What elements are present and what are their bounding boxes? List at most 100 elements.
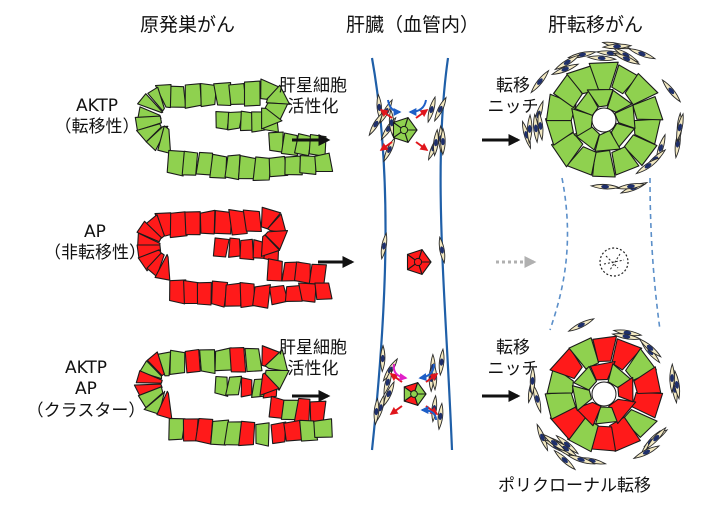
liver-metastasis-aktp-niche-stellate (533, 112, 539, 144)
liver-metastasis-cluster-niche-stellate (669, 362, 675, 394)
primary-tumor-ap-cell (260, 206, 282, 230)
row-label-aktp-type: （転移性） (54, 117, 140, 138)
primary-tumor-aktp-cell (137, 93, 164, 114)
stellate-cell-vessel-3-left-nucleus (378, 404, 383, 412)
signal-arrow-red (415, 141, 429, 151)
primary-tumor-aktp-cell (261, 107, 283, 130)
liver-metastasis-cluster-cell (622, 409, 658, 438)
primary-tumor-cluster-cell (146, 351, 165, 377)
primary-tumor-aktp (134, 78, 334, 182)
liver-metastasis-aktp-cell (594, 129, 621, 152)
stellate-cell-vessel-1-right-nucleus (429, 106, 434, 114)
primary-tumor-cluster-cell (270, 421, 287, 445)
hsc-label: 肝星細胞 (279, 76, 347, 96)
liver-metastasis-aktp-niche-stellate-nucleus (658, 144, 663, 152)
liver-metastasis-cluster-cell (568, 337, 600, 370)
signal-arrow-red (415, 109, 429, 119)
primary-tumor-aktp-cell (166, 149, 187, 177)
signal-arrow-red (379, 141, 393, 151)
liver-metastasis-aktp-cell (614, 104, 636, 129)
row-label-cluster: AKTP AP （クラスター） (16, 358, 156, 422)
primary-tumor-cluster-cell (313, 418, 333, 438)
liver-metastasis-cluster-niche-stellate-nucleus (622, 334, 631, 339)
primary-tumor-aktp-cell (224, 154, 241, 181)
primary-tumor-ap-cell (199, 209, 216, 235)
liver-metastasis-cluster-niche-stellate (529, 365, 536, 397)
liver-metastasis-cluster-cell (611, 338, 643, 371)
stellate-cell-vessel-1-left (383, 136, 396, 163)
row-label-cluster-ap: AP (75, 379, 97, 400)
primary-tumor-ap-cell (196, 281, 212, 306)
primary-tumor-ap-cell (239, 238, 255, 261)
stellate-cell-vessel-3-left-nucleus (374, 407, 379, 416)
row-label-cluster-type: （クラスター） (26, 400, 146, 421)
stellate-cell-vessel-2-left (380, 231, 388, 261)
liver-metastasis-aktp-cell (606, 89, 633, 113)
niche-label: ニッチ (487, 97, 539, 118)
liver-metastasis-aktp-cell (623, 134, 658, 167)
stellate-cell-vessel-1-right (434, 96, 447, 123)
liver-metastasis-cluster-cell (571, 385, 593, 412)
liver-metastasis-cluster-niche-stellate (632, 445, 661, 460)
primary-tumor-cluster-cell (169, 349, 186, 375)
header-primary-tumor: 原発巣がん (140, 14, 236, 36)
liver-metastasis-aktp-lumen (591, 107, 617, 133)
liver-metastasis-aktp-niche-stellate (530, 69, 550, 94)
primary-tumor-cluster-cell (229, 347, 247, 373)
vessel-dashed-left (549, 177, 569, 331)
liver-metastasis-cluster-niche-stellate-nucleus (563, 441, 571, 448)
primary-tumor-cluster-cell (244, 347, 263, 373)
stellate-cell-vessel-3-left (383, 368, 392, 397)
liver-metastasis-aktp-cell (611, 146, 640, 176)
metastasis-label: 転移 (496, 76, 530, 96)
stellate-cell-vessel-1-right-nucleus (438, 105, 443, 113)
primary-tumor-aktp-cell (243, 80, 261, 107)
liver-metastasis-aktp-niche-stellate-nucleus (563, 59, 571, 65)
primary-tumor-ap-cell (293, 261, 311, 285)
primary-tumor-ap (136, 206, 333, 309)
row-label-ap-type: （非転移性） (44, 243, 146, 264)
primary-tumor-ap-cell (308, 263, 327, 286)
ctc-cluster-ap-core (413, 257, 423, 267)
liver-metastasis-cluster-niche-stellate (553, 449, 577, 471)
primary-tumor-aktp-cell (200, 82, 218, 108)
liver-metastasis-aktp-niche-stellate-nucleus (537, 78, 543, 85)
primary-tumor-aktp-cell (228, 83, 247, 105)
stellate-cell-vessel-3-right (437, 402, 444, 431)
primary-tumor-aktp-cell (169, 85, 187, 108)
primary-tumor-ap-cell (211, 280, 229, 308)
stellate-cell-vessel-2-right-nucleus (440, 246, 444, 254)
liver-metastasis-aktp-cell (632, 96, 664, 121)
primary-tumor-cluster-cell (240, 377, 253, 398)
liver-metastasis-aktp-niche-stellate-nucleus (638, 51, 646, 56)
liver-metastasis-aktp (544, 61, 664, 178)
liver-metastasis-aktp-niche-stellate (553, 54, 581, 71)
primary-tumor-cluster-cell (238, 420, 256, 447)
liver-metastasis-cluster-niche-stellate (566, 454, 596, 465)
liver-metastasis-aktp-niche-stellate (612, 52, 641, 65)
primary-tumor-ap-cell (314, 282, 333, 301)
header-liver-metastasis: 肝転移がん (548, 14, 644, 36)
primary-tumor-cluster-cell (195, 417, 214, 445)
liver-metastasis-aktp-niche-stellate-nucleus (534, 124, 538, 133)
liver-metastasis-cluster-niche-stellate-nucleus (577, 322, 585, 328)
liver-metastasis-aktp-niche-stellate (550, 63, 580, 75)
liver-metastasis-cluster-niche-stellate-nucleus (577, 457, 585, 462)
liver-metastasis-aktp-cell (544, 118, 574, 146)
step-label-hsc-activation-3: 肝星細胞 活性化 (268, 338, 358, 381)
signal-arrow-magenta (392, 363, 408, 382)
primary-tumor-cluster-cell (225, 375, 243, 396)
primary-tumor-ap-cell (260, 234, 281, 257)
primary-tumor-cluster-cell (135, 370, 163, 384)
primary-tumor-cluster-cell (199, 349, 216, 375)
stellate-cell-vessel-3-left-nucleus (387, 366, 393, 374)
signal-arrow-blue (408, 99, 427, 116)
row-label-ap: AP （非転移性） (30, 222, 160, 265)
primary-tumor-ap-cell (252, 284, 271, 309)
primary-tumor-aktp-cell (308, 133, 327, 157)
stellate-cell-vessel-1-right-nucleus (433, 139, 438, 147)
liver-metastasis-aktp-niche-stellate-nucleus (606, 51, 615, 56)
primary-tumor-ap-cell (228, 209, 248, 236)
liver-metastasis-aktp-niche-stellate (661, 78, 682, 103)
primary-tumor-cluster (133, 345, 333, 447)
